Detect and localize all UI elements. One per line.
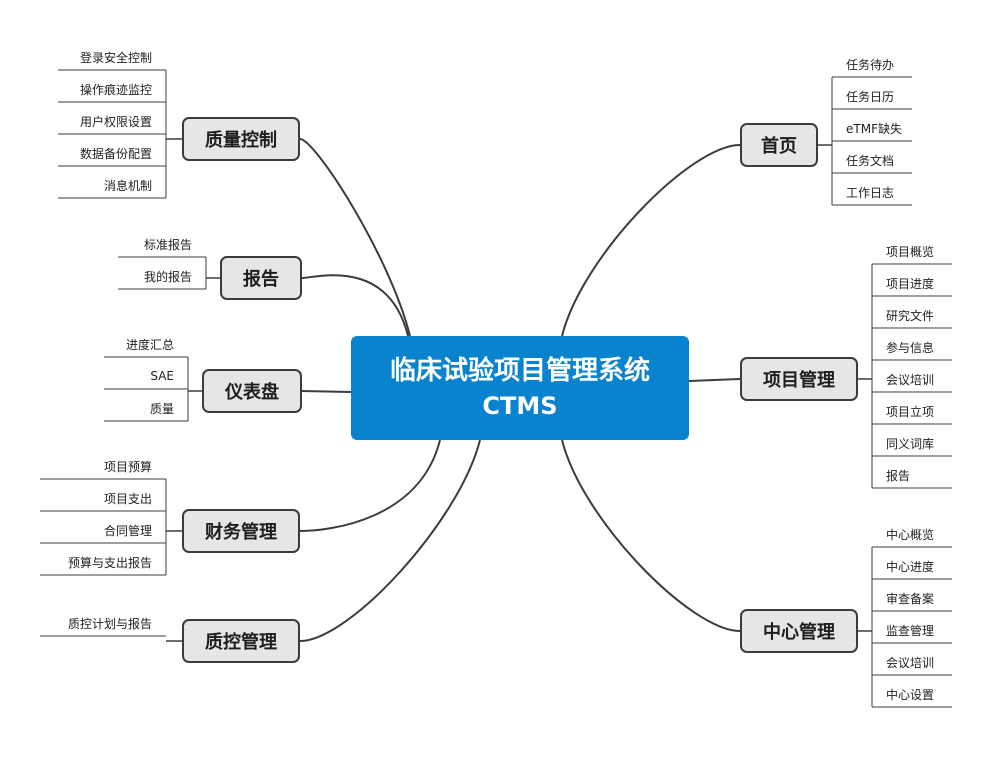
leaf-item-reports[interactable]: 标准报告 [143,237,192,252]
leaf-item-site-management[interactable]: 中心设置 [886,687,935,702]
branch-finance[interactable]: 财务管理 [182,509,300,553]
leaf-item-project-management[interactable]: 项目概览 [886,244,935,259]
branch-home[interactable]: 首页 [740,123,818,167]
connector-site-management [561,439,741,632]
branch-site-management[interactable]: 中心管理 [740,609,858,653]
leaf-item-project-management[interactable]: 项目立项 [886,404,935,419]
root-title: 临床试验项目管理系统 [389,356,650,386]
leaf-item-finance[interactable]: 项目预算 [103,459,152,474]
leaf-item-quality-control[interactable]: 登录安全控制 [79,50,152,65]
leaf-item-project-management[interactable]: 项目进度 [886,276,935,291]
leaf-item-quality-control[interactable]: 操作痕迹监控 [79,82,152,97]
leaf-item-site-management[interactable]: 中心进度 [886,559,935,574]
leaf-item-home[interactable]: 任务文档 [846,153,895,168]
connector-project-management [688,378,741,382]
leaf-item-quality-control[interactable]: 数据备份配置 [79,146,152,161]
connector-reports [301,274,409,337]
branch-qc-management[interactable]: 质控管理 [182,619,300,663]
leaf-item-dashboard[interactable]: 质量 [149,401,174,416]
connector-dashboard [301,390,352,393]
root-node[interactable]: 临床试验项目管理系统 CTMS [351,336,689,440]
leaf-item-finance[interactable]: 预算与支出报告 [67,555,152,570]
connector-finance [299,439,441,532]
leaf-item-dashboard[interactable]: 进度汇总 [125,337,174,352]
branch-reports[interactable]: 报告 [220,256,302,300]
leaf-item-home[interactable]: 任务日历 [846,89,895,104]
leaf-item-reports[interactable]: 我的报告 [143,269,192,284]
leaf-item-project-management[interactable]: 报告 [886,468,911,483]
leaf-item-quality-control[interactable]: 消息机制 [103,178,152,193]
leaf-item-project-management[interactable]: 同义词库 [886,436,935,451]
leaf-item-project-management[interactable]: 研究文件 [886,308,935,323]
leaf-item-site-management[interactable]: 监查管理 [886,623,935,638]
leaf-item-site-management[interactable]: 中心概览 [886,527,935,542]
leaf-item-finance[interactable]: 项目支出 [103,491,152,506]
leaf-item-home[interactable]: 工作日志 [846,185,895,200]
leaf-item-home[interactable]: 任务待办 [846,57,895,72]
branch-project-management[interactable]: 项目管理 [740,357,858,401]
connector-quality-control [299,138,411,337]
root-subtitle: CTMS [482,392,558,420]
leaf-item-project-management[interactable]: 会议培训 [886,372,935,387]
leaf-item-site-management[interactable]: 会议培训 [886,655,935,670]
leaf-item-home[interactable]: eTMF缺失 [846,121,902,136]
leaf-item-dashboard[interactable]: SAE [150,369,174,383]
leaf-item-finance[interactable]: 合同管理 [103,523,152,538]
branch-quality-control[interactable]: 质量控制 [182,117,300,161]
leaf-item-project-management[interactable]: 参与信息 [886,340,935,355]
connector-home [561,144,741,337]
connector-qc-management [299,439,481,642]
leaf-item-qc-management[interactable]: 质控计划与报告 [67,616,152,631]
branch-dashboard[interactable]: 仪表盘 [202,369,302,413]
leaf-item-site-management[interactable]: 审查备案 [886,591,935,606]
leaf-item-quality-control[interactable]: 用户权限设置 [79,114,152,129]
